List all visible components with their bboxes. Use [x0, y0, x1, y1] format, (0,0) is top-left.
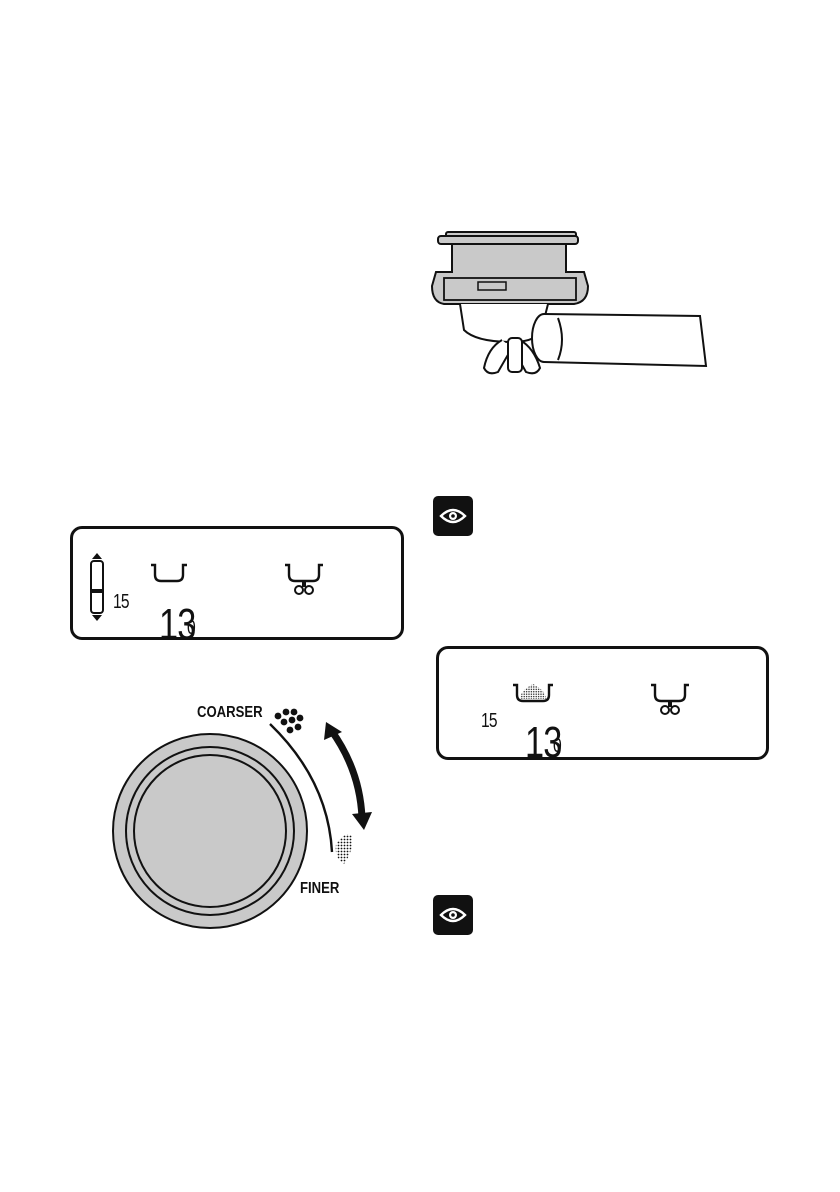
lcd-display-grinding: 15 13 0	[436, 646, 769, 760]
adjust-direction-arrow-icon	[324, 722, 372, 830]
grind-level-indicator	[89, 553, 105, 621]
grind-size-dial[interactable]	[100, 700, 400, 960]
dose-decimal-value: 0	[553, 736, 561, 756]
eye-icon	[433, 895, 473, 935]
grind-setting-value: 15	[113, 592, 129, 612]
dual-spout-basket-icon	[649, 683, 691, 719]
dose-decimal-value: 0	[187, 618, 195, 638]
coarser-label: COARSER	[197, 704, 263, 722]
filling-basket-icon	[511, 681, 555, 705]
eye-icon	[433, 496, 473, 536]
dual-spout-basket-icon	[283, 563, 325, 599]
lcd-display-grind: 15 13 0	[70, 526, 404, 640]
finer-label: FINER	[300, 880, 339, 898]
grind-setting-value: 15	[481, 711, 497, 731]
portafilter-illustration	[416, 220, 716, 390]
single-wall-basket-icon	[149, 563, 189, 585]
